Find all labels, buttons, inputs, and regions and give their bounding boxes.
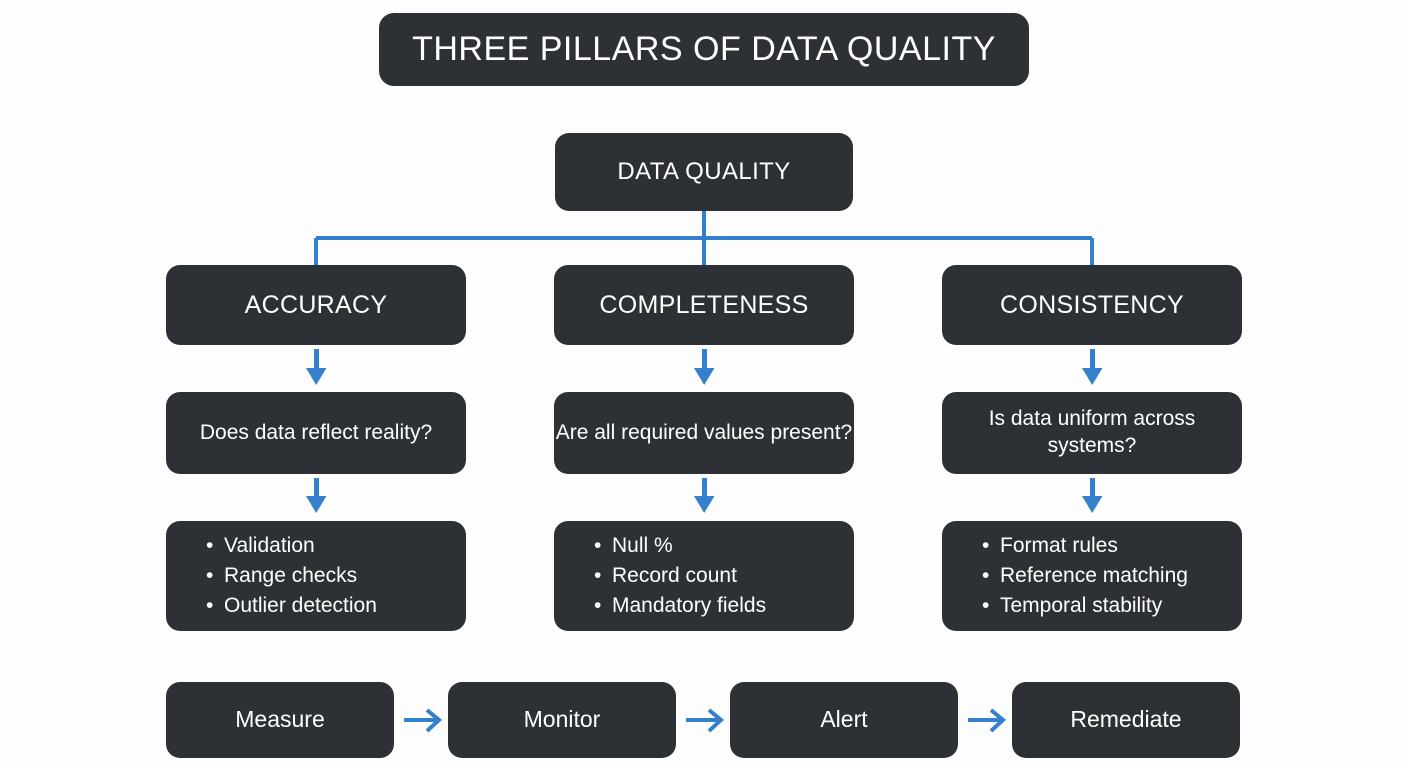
- arrow-right-icon-1: [404, 708, 443, 733]
- pillar-node-consistency[interactable]: CONSISTENCY: [942, 265, 1242, 345]
- list-item: Reference matching: [982, 561, 1188, 591]
- metrics-list-completeness: Null % Record count Mandatory fields: [578, 531, 766, 620]
- pillar-node-accuracy[interactable]: ACCURACY: [166, 265, 466, 345]
- arrow-right-icon-3: [968, 708, 1007, 733]
- arrow-down-icon-question-1: [306, 478, 327, 513]
- arrow-down-icon-question-2: [694, 478, 715, 513]
- arrow-down-icon-question-3: [1082, 478, 1103, 513]
- arrow-down-icon-pillar-2: [694, 349, 715, 385]
- list-item: Range checks: [206, 561, 377, 591]
- arrow-down-icon-pillar-3: [1082, 349, 1103, 385]
- list-item: Temporal stability: [982, 591, 1188, 621]
- list-item: Format rules: [982, 531, 1188, 561]
- question-node-accuracy: Does data reflect reality?: [166, 392, 466, 474]
- list-item: Outlier detection: [206, 591, 377, 621]
- question-node-consistency: Is data uniform across systems?: [942, 392, 1242, 474]
- flow-step-remediate[interactable]: Remediate: [1012, 682, 1240, 758]
- list-item: Mandatory fields: [594, 591, 766, 621]
- metrics-node-consistency: Format rules Reference matching Temporal…: [942, 521, 1242, 631]
- root-node-data-quality[interactable]: DATA QUALITY: [555, 133, 853, 211]
- metrics-list-accuracy: Validation Range checks Outlier detectio…: [190, 531, 377, 620]
- metrics-list-consistency: Format rules Reference matching Temporal…: [966, 531, 1188, 620]
- flow-step-monitor[interactable]: Monitor: [448, 682, 676, 758]
- metrics-node-accuracy: Validation Range checks Outlier detectio…: [166, 521, 466, 631]
- arrow-right-icon-2: [686, 708, 725, 733]
- arrow-down-icon-pillar-1: [306, 349, 327, 385]
- flow-step-alert[interactable]: Alert: [730, 682, 958, 758]
- list-item: Validation: [206, 531, 377, 561]
- flow-step-measure[interactable]: Measure: [166, 682, 394, 758]
- page-title: THREE PILLARS OF DATA QUALITY: [379, 13, 1029, 86]
- list-item: Null %: [594, 531, 766, 561]
- pillar-node-completeness[interactable]: COMPLETENESS: [554, 265, 854, 345]
- list-item: Record count: [594, 561, 766, 591]
- metrics-node-completeness: Null % Record count Mandatory fields: [554, 521, 854, 631]
- question-node-completeness: Are all required values present?: [554, 392, 854, 474]
